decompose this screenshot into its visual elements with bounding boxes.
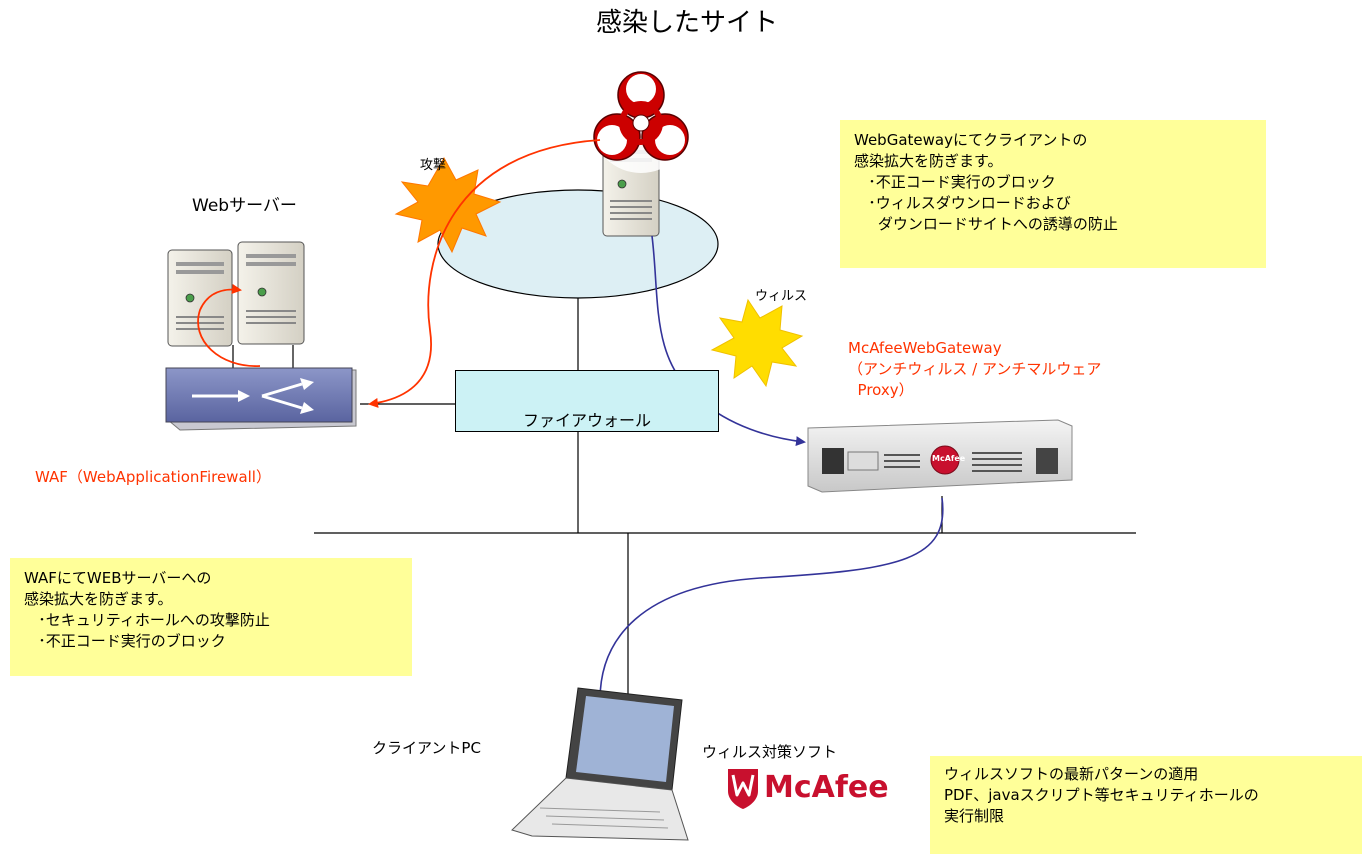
appliance-badge-text: McAfee xyxy=(932,454,966,463)
waf-switch-icon xyxy=(165,367,357,431)
attack-burst-icon xyxy=(394,156,502,254)
client-pc-label: クライアントPC xyxy=(372,739,481,757)
gateway-note-line: ･不正コード実行のブロック xyxy=(854,173,1056,191)
attack-label: 攻撃 xyxy=(420,158,447,173)
virus-label: ウィルス xyxy=(755,289,808,304)
waf-note: WAFにてWEBサーバーへの 感染拡大を防ぎます。 ･セキュリティホールへの攻撃… xyxy=(10,558,412,676)
virus-arrow-to-client xyxy=(595,497,944,702)
firewall-label: ファイアウォール xyxy=(522,411,651,430)
virus-burst-icon xyxy=(710,298,804,388)
antivirus-label: ウィルス対策ソフト xyxy=(702,743,838,761)
attack-arrow-to-server xyxy=(197,284,261,367)
waf-note-line: ･セキュリティホールへの攻撃防止 xyxy=(24,611,270,629)
client-note: ウィルスソフトの最新パターンの適用 PDF、javaスクリプト等セキュリティホー… xyxy=(930,756,1362,854)
firewall-box: ファイアウォール xyxy=(455,370,719,432)
web-server-icon xyxy=(167,241,305,347)
client-note-line: ウィルスソフトの最新パターンの適用 xyxy=(944,765,1199,783)
gateway-note-line: ダウンロードサイトへの誘導の防止 xyxy=(854,215,1118,233)
web-gateway-appliance-icon xyxy=(807,419,1073,493)
web-server-label: Webサーバー xyxy=(192,196,297,216)
attack-arrow-to-waf xyxy=(368,139,601,408)
gateway-note-line: ･ウィルスダウンロードおよび xyxy=(854,194,1071,212)
biohazard-icon xyxy=(591,71,691,173)
client-laptop-icon xyxy=(511,687,689,841)
waf-label: WAF（WebApplicationFirewall） xyxy=(35,468,271,486)
waf-note-line: WAFにてWEBサーバーへの xyxy=(24,569,212,587)
gateway-note: WebGatewayにてクライアントの 感染拡大を防ぎます。 ･不正コード実行の… xyxy=(840,120,1266,268)
waf-note-line: ･不正コード実行のブロック xyxy=(24,632,226,650)
gateway-note-line: 感染拡大を防ぎます。 xyxy=(854,152,1003,170)
client-note-line: 実行制限 xyxy=(944,807,1005,825)
gateway-label-line: McAfeeWebGateway xyxy=(848,339,1002,357)
waf-note-line: 感染拡大を防ぎます。 xyxy=(24,590,173,608)
gateway-label-line: Proxy） xyxy=(848,381,914,399)
gateway-label: McAfeeWebGateway （アンチウィルス / アンチマルウェア Pro… xyxy=(848,338,1101,401)
mcafee-logo-text: McAfee xyxy=(764,770,889,805)
diagram-title: 感染したサイト xyxy=(596,8,779,38)
gateway-note-line: WebGatewayにてクライアントの xyxy=(854,131,1088,149)
client-note-line: PDF、javaスクリプト等セキュリティホールの xyxy=(944,786,1259,804)
gateway-label-line: （アンチウィルス / アンチマルウェア xyxy=(848,360,1102,378)
mcafee-shield-icon xyxy=(728,769,758,809)
